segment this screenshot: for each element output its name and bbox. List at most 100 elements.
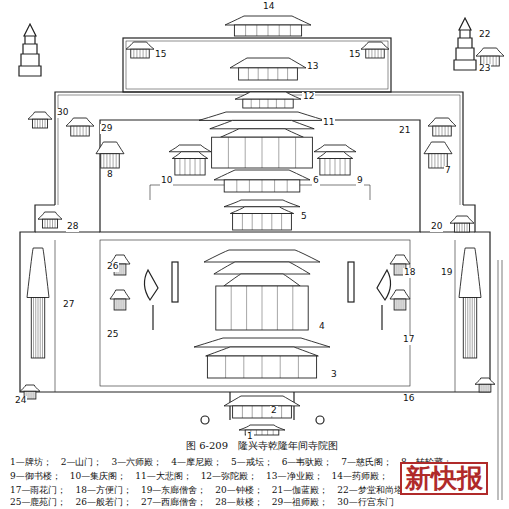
column (474, 298, 475, 359)
column (381, 49, 382, 58)
hall-body (175, 159, 205, 176)
column (448, 126, 449, 136)
watermark: 新快报 (400, 462, 488, 495)
column (481, 384, 482, 392)
hall-body (131, 49, 149, 58)
roof (221, 129, 304, 137)
column (251, 99, 252, 108)
callout-number: 17 (402, 335, 415, 345)
hall-body (239, 68, 298, 80)
callout-number: 19 (440, 268, 453, 278)
column (245, 137, 246, 168)
roof (224, 274, 300, 286)
roof (96, 142, 124, 154)
hall-body (320, 159, 350, 176)
column (121, 299, 122, 310)
roof (110, 290, 130, 299)
column (38, 298, 39, 359)
column (31, 391, 32, 399)
column (113, 154, 114, 168)
roof (169, 145, 211, 152)
roof (459, 248, 481, 298)
column (438, 154, 439, 168)
column (256, 430, 257, 435)
column (184, 159, 185, 176)
column (485, 384, 486, 392)
column (116, 154, 117, 168)
column (76, 126, 77, 136)
column (45, 119, 46, 128)
column (268, 68, 269, 80)
column (256, 25, 257, 36)
column (445, 126, 446, 136)
column (335, 159, 336, 176)
callout-number: 30 (56, 108, 69, 118)
column (262, 180, 263, 192)
roof (126, 42, 154, 49)
hall-body (101, 154, 119, 168)
column (345, 159, 346, 176)
column (34, 119, 35, 128)
roof (317, 152, 353, 159)
column (259, 99, 260, 108)
hall-body (233, 406, 292, 418)
walls (19, 18, 502, 500)
column (258, 68, 259, 80)
column (271, 214, 272, 231)
column (133, 49, 134, 58)
column (140, 49, 141, 58)
column (44, 219, 45, 228)
column (431, 154, 432, 168)
roof (38, 212, 62, 219)
column (106, 154, 107, 168)
column (465, 298, 466, 359)
callout-number: 6 (312, 176, 320, 186)
column (496, 56, 497, 66)
column (280, 356, 281, 378)
column (441, 154, 442, 168)
column (396, 299, 397, 310)
roof (214, 170, 310, 180)
callout-number: 9 (356, 176, 364, 186)
column (324, 159, 325, 176)
column (398, 299, 399, 310)
column (493, 56, 494, 66)
column (467, 223, 468, 232)
column (231, 286, 232, 330)
column (179, 159, 180, 176)
column (52, 219, 53, 228)
column (195, 159, 196, 176)
column (396, 264, 397, 275)
callout-number: 15 (348, 50, 361, 60)
column (273, 430, 274, 435)
callout-number: 22 (478, 30, 491, 40)
column (276, 99, 277, 108)
roof (27, 248, 49, 298)
roof (206, 347, 319, 356)
callout-number: 4 (318, 322, 326, 332)
roof (225, 16, 311, 25)
column (371, 49, 372, 58)
column (262, 406, 263, 418)
hall-body (433, 126, 451, 136)
column (121, 264, 122, 275)
column (277, 68, 278, 80)
column (401, 299, 402, 310)
column (252, 214, 253, 231)
hall-body (394, 299, 406, 310)
roof (214, 262, 310, 274)
column (86, 126, 87, 136)
column (245, 25, 246, 36)
callout-number: 24 (14, 396, 27, 406)
callout-number: 8 (106, 170, 114, 180)
column (483, 384, 484, 392)
column (242, 406, 243, 418)
column (274, 180, 275, 192)
roof (361, 42, 389, 49)
column (268, 99, 269, 108)
hall-body (212, 137, 313, 168)
roof (172, 152, 208, 159)
column (472, 298, 473, 359)
column (73, 126, 74, 136)
column (136, 49, 137, 58)
